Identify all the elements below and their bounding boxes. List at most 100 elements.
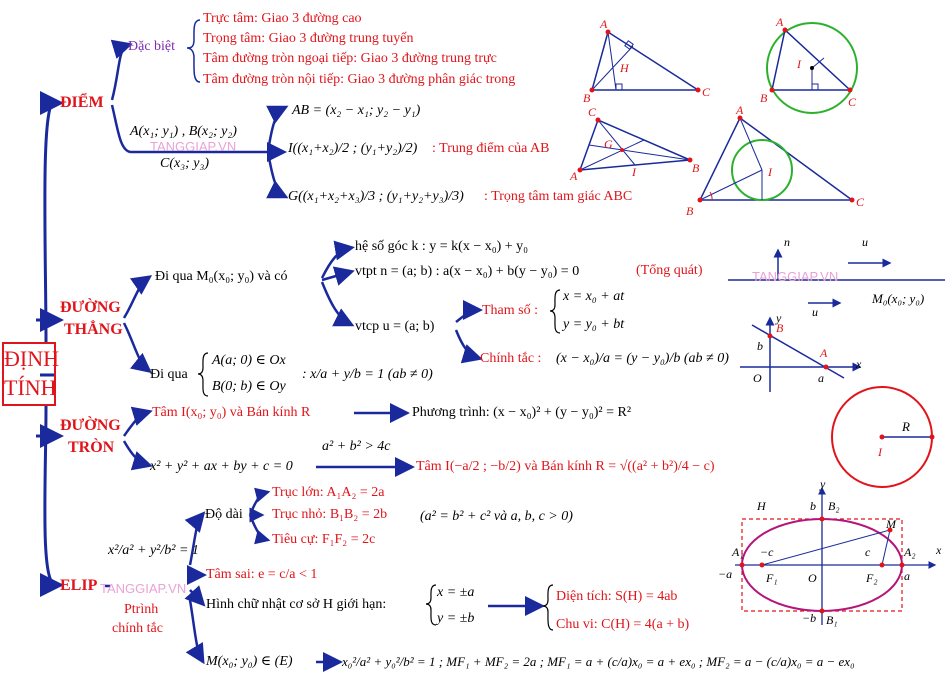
fig-label: a (904, 569, 910, 583)
fig-label: B (583, 91, 591, 105)
fig-label: A (736, 103, 744, 117)
fig-label: B (760, 91, 768, 105)
elip-pt-label-1: Ptrình (124, 602, 159, 617)
m-equations: x₀²/a² + y₀²/b² = 1 ; MF₁ + MF₂ = 2a ; M… (342, 654, 855, 669)
fig-label: A (570, 169, 578, 183)
fig-label: C (848, 95, 857, 109)
centroid-formula: G((x₁+x₂+x₃)/3 ; (y₁+y₂+y₃)/3) (288, 189, 464, 204)
tham-so-x: x = x₀ + at (563, 289, 625, 304)
tam-sai: Tâm sai: e = c/a < 1 (206, 567, 318, 582)
truc-nho: Trục nhỏ: B₁B₂ = 2b (272, 507, 388, 522)
fig-label: −c (760, 545, 774, 559)
watermark: TANGGIAP.VN (100, 581, 187, 596)
fig-circumcircle (766, 22, 858, 114)
fig-label: x (856, 357, 862, 371)
centroid-note: : Trọng tâm tam giác ABC (484, 189, 633, 204)
duong-tron-branches (122, 403, 415, 477)
diem-branches (110, 39, 289, 199)
fig-label: I (632, 165, 636, 179)
m-in-e: M(x₀; y₀) ∈ (E) (206, 654, 293, 669)
trunk-lines (36, 91, 64, 597)
duong-thang-branches (122, 240, 483, 374)
tham-so-brace (549, 289, 561, 334)
elip-pt-label-2: chính tắc (112, 621, 163, 636)
fig-label: u (862, 235, 868, 249)
diem-header: ĐIỂM (60, 94, 104, 111)
fig-label: R (902, 419, 910, 434)
dac-biet-brace (186, 19, 201, 83)
point-a-ox: A(a; 0) ∈ Ox (212, 353, 286, 368)
doan-chan-eq: : x/a + y/b = 1 (ab ≠ 0) (302, 367, 433, 382)
fig-incircle (697, 115, 855, 203)
fig-label: I (878, 445, 882, 459)
tron-tam-ban-kinh: Tâm I(−a/2 ; −b/2) và Bán kính R = √((a²… (416, 459, 715, 474)
fig-vectors (728, 248, 945, 308)
fig-label: n (784, 235, 790, 249)
fig-label: B₂ (828, 499, 840, 513)
chinh-tac-eq: (x − x₀)/a = (y − y₀)/b (ab ≠ 0) (556, 351, 729, 366)
fig-label: b (810, 499, 816, 513)
tron-dieu-kien: a² + b² > 4c (322, 439, 391, 454)
points-ab: A(x₁; y₁) , B(x₂; y₂) (130, 124, 237, 139)
fig-label: H (620, 61, 629, 75)
fig-label: u (812, 305, 818, 319)
chinh-tac-label: Chính tắc : (480, 351, 542, 366)
fig-label: M (886, 517, 896, 531)
watermark: TANGGIAP.VN (752, 269, 839, 284)
fig-label: y (776, 311, 782, 325)
fig-label: O (753, 371, 762, 385)
fig-circle (831, 386, 935, 488)
fig-label: c (865, 545, 871, 559)
elip-relation: (a² = b² + c² và a, b, c > 0) (420, 509, 573, 524)
tham-so-y: y = y₀ + bt (563, 317, 625, 332)
hcn-co-so: Hình chữ nhật cơ sở H giới hạn: (206, 597, 387, 612)
duong-thang-header-1: ĐƯỜNG (60, 299, 121, 316)
point-b-oy: B(0; b) ∈ Oy (212, 379, 286, 394)
fig-label: G (604, 137, 613, 151)
phuong-trinh-tron: Phương trình: (x − x₀)² + (y − y₀)² = R² (412, 405, 632, 420)
fig-orthocenter (589, 29, 701, 93)
diem-item-4: Tâm đường tròn nội tiếp: Giao 3 đường ph… (203, 72, 516, 87)
fig-label: A (776, 15, 784, 29)
fig-label: C (588, 105, 597, 119)
fig-label: I (797, 57, 801, 71)
diem-item-2: Trọng tâm: Giao 3 đường trung tuyến (203, 31, 414, 46)
tong-quat-label: (Tổng quát) (636, 263, 703, 278)
hcn-brace (425, 584, 437, 626)
fig-label: F₂ (866, 571, 878, 585)
tieu-cu: Tiêu cự: F₁F₂ = 2c (272, 532, 376, 547)
fig-label: y (820, 477, 826, 491)
vtpt: vtpt n = (a; b) : a(x − x₀) + b(y − y₀) … (355, 264, 580, 279)
dien-tich: Diện tích: S(H) = 4ab (556, 589, 678, 604)
fig-label: O (808, 571, 817, 585)
dac-biet-label: Đặc biệt (128, 39, 176, 54)
tron-tong-quat: x² + y² + ax + by + c = 0 (150, 459, 293, 474)
fig-label: H (757, 499, 766, 513)
fig-label: B (686, 204, 694, 218)
he-so-goc: hệ số góc k : y = k(x − x₀) + y₀ (355, 239, 529, 254)
fig-label: B (692, 161, 700, 175)
dien-tich-brace (542, 584, 554, 631)
fig-label: A (820, 346, 828, 360)
duong-thang-header-2: THẲNG (64, 321, 123, 338)
fig-label: x (936, 543, 942, 557)
fig-label: A₁ (732, 545, 744, 559)
ab-brace (197, 352, 209, 397)
chu-vi: Chu vi: C(H) = 4(a + b) (556, 617, 690, 632)
fig-label: a (818, 371, 824, 385)
fig-label: M₀(x₀; y₀) (872, 291, 925, 306)
fig-label: A (600, 17, 608, 31)
fig-label: b (757, 339, 763, 353)
duong-tron-header-2: TRÒN (68, 439, 115, 456)
hcn-x: x = ±a (437, 585, 475, 600)
di-qua-m0: Đi qua M₀(x₀; y₀) và có (155, 269, 288, 284)
fig-label: −b (802, 611, 817, 625)
elip-branches (105, 487, 545, 672)
elip-header: ELIP (60, 577, 98, 594)
di-qua-ab: Đi qua (150, 367, 188, 382)
fig-ellipse (735, 486, 937, 625)
tam-ban-kinh: Tâm I(x₀; y₀) và Bán kính R (152, 405, 311, 420)
duong-tron-header-1: ĐƯỜNG (60, 417, 121, 434)
elip-pt: x²/a² + y²/b² = 1 (108, 543, 199, 558)
